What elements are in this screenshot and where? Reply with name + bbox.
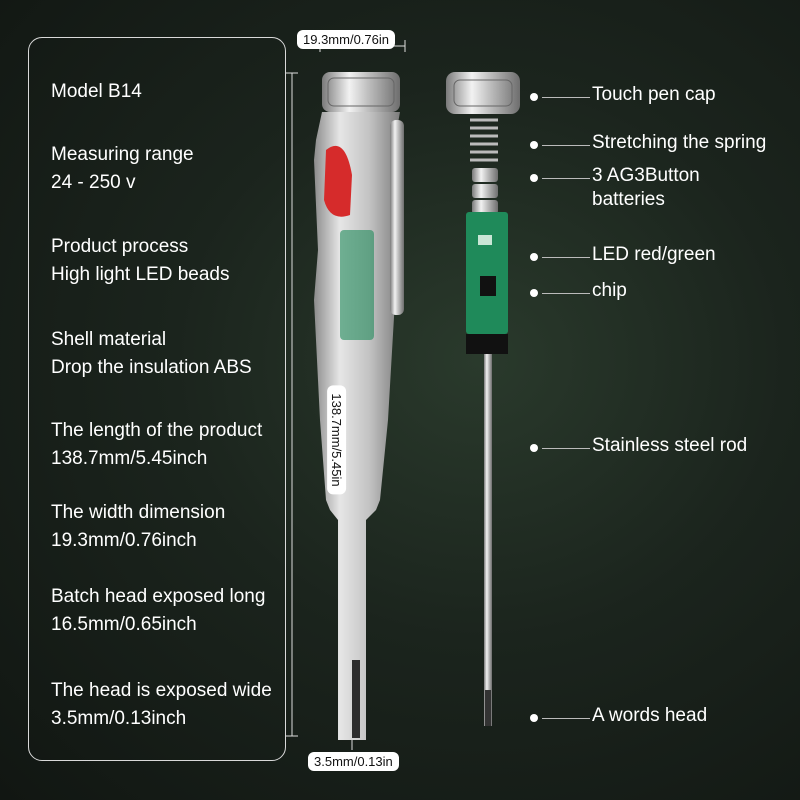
pcb-base [466,334,508,354]
batteries [472,168,498,214]
spec-width-label: The width dimension [51,502,226,523]
assembled-pen [314,72,404,740]
pen-pcb-window [340,230,374,340]
spec-width: The width dimension 19.3mm/0.76inch [51,499,225,555]
spec-shell-material: Shell material Drop the insulation ABS [51,326,252,382]
callout-dot [530,444,538,452]
callout-label: 3 AG3Button batteries [592,165,700,210]
spec-batch-head-value: 16.5mm/0.65inch [51,614,197,635]
spec-shell-material-label: Shell material [51,329,167,350]
spec-batch-head-label: Batch head exposed long [51,586,266,607]
exploded-cap [446,72,520,114]
callout-dot [530,714,538,722]
spec-model: Model B14 [51,78,142,106]
spec-head-width: The head is exposed wide 3.5mm/0.13inch [51,677,272,733]
steel-rod [484,354,492,726]
spec-head-width-value: 3.5mm/0.13inch [51,708,187,729]
spec-width-value: 19.3mm/0.76inch [51,530,197,551]
callout-label: Stretching the spring [592,132,767,153]
callout-label: chip [592,280,627,301]
spec-length-value: 138.7mm/5.45inch [51,448,208,469]
spec-length-label: The length of the product [51,420,263,441]
pen-tip [352,660,360,738]
width-dimension-label: 19.3mm/0.76in [297,30,395,49]
head-dimension-label: 3.5mm/0.13in [308,752,399,771]
spec-length: The length of the product 138.7mm/5.45in… [51,417,262,473]
callout-label: Stainless steel rod [592,435,748,456]
brand-label [324,145,352,217]
spec-model-label: Model B14 [51,81,142,102]
chip-component [480,276,496,296]
spec-panel: Model B14 Measuring range 24 - 250 v Pro… [28,37,286,761]
pen-cap [322,72,400,112]
spec-product-process-label: Product process [51,236,189,257]
callout-dot [530,253,538,261]
spec-measuring-range: Measuring range 24 - 250 v [51,141,194,197]
callout-label: A words head [592,705,708,726]
led [478,235,492,245]
callout-dot [530,174,538,182]
spec-batch-head: Batch head exposed long 16.5mm/0.65inch [51,583,265,639]
spec-measuring-range-label: Measuring range [51,144,194,165]
rod-tip [485,690,491,726]
exploded-pen [446,72,520,726]
pen-shell [314,112,400,740]
spec-product-process: Product process High light LED beads [51,233,230,289]
pcb-board [466,212,508,334]
spec-head-width-label: The head is exposed wide [51,680,272,701]
callout-label: LED red/green [592,244,716,265]
spec-measuring-range-value: 24 - 250 v [51,172,136,193]
spec-shell-material-value: Drop the insulation ABS [51,357,252,378]
callout-label: Touch pen cap [592,84,716,105]
callout-dot [530,289,538,297]
pen-clip [390,120,404,315]
callout-dot [530,141,538,149]
spring [470,118,498,162]
callout-dot [530,93,538,101]
spec-product-process-value: High light LED beads [51,264,230,285]
length-dimension-label: 138.7mm/5.45in [327,385,347,495]
